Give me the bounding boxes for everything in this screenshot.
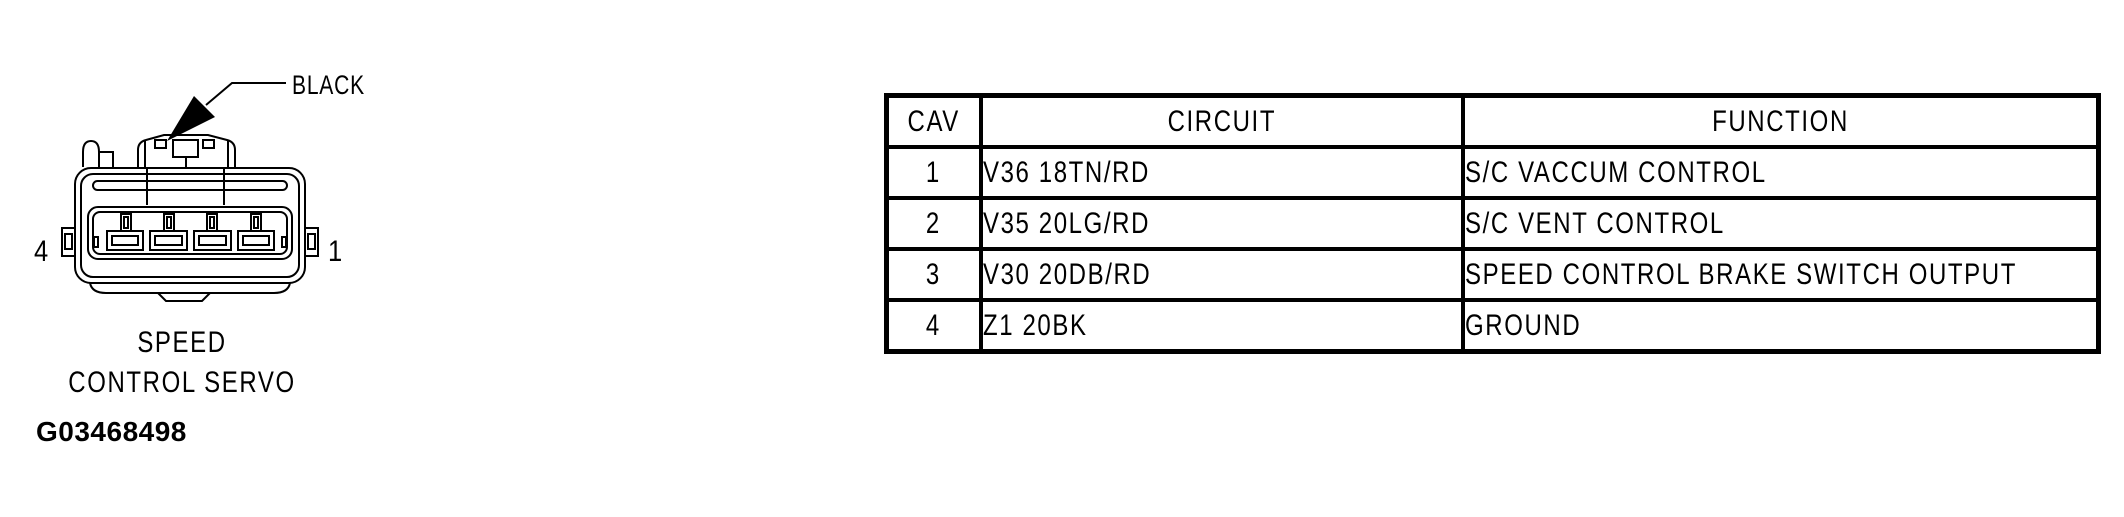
column-header-cav-label: CAV [907, 104, 960, 138]
leader-arrow-icon [167, 96, 215, 141]
table-row: 3 V30 20DB/RD SPEED CONTROL BRAKE SWITCH… [884, 247, 2101, 302]
connector-lock-tab [137, 134, 236, 205]
column-header-cav: CAV [884, 93, 983, 149]
cell-cav: 1 [884, 145, 983, 200]
connector-shell [74, 167, 306, 302]
leader-line [167, 82, 286, 141]
figure-caption-line1: SPEED [137, 324, 226, 358]
cell-cav: 4 [884, 298, 983, 354]
table-row: 1 V36 18TN/RD S/C VACCUM CONTROL [884, 145, 2101, 200]
connector-color-label: BLACK [292, 71, 365, 101]
pin-4-label: 4 [34, 234, 50, 267]
figure-id: G03468498 [36, 416, 187, 447]
cell-circuit: V36 18TN/RD [978, 145, 1465, 200]
column-header-function: FUNCTION [1460, 93, 2101, 149]
circuit-value: Z1 20BK [982, 308, 1088, 342]
terminal-cavity [87, 206, 293, 260]
column-header-circuit-label: CIRCUIT [1167, 104, 1276, 138]
table-header-row: CAV CIRCUIT FUNCTION [884, 93, 2101, 149]
function-value: S/C VACCUM CONTROL [1464, 155, 1767, 189]
cell-cav: 2 [884, 196, 983, 251]
cell-circuit: V30 20DB/RD [978, 247, 1465, 302]
cav-value: 1 [926, 155, 942, 189]
pinout-table: CAV CIRCUIT FUNCTION 1 V36 18TN/RD S/C V… [884, 93, 2101, 354]
circuit-value: V36 18TN/RD [982, 155, 1150, 189]
circuit-value: V30 20DB/RD [982, 257, 1151, 291]
function-value: GROUND [1464, 308, 1581, 342]
cell-function: GROUND [1460, 298, 2101, 354]
cav-value: 4 [926, 308, 942, 342]
function-value: S/C VENT CONTROL [1464, 206, 1725, 240]
function-value: SPEED CONTROL BRAKE SWITCH OUTPUT [1464, 257, 2017, 291]
figure-caption-line2: CONTROL SERVO [68, 364, 295, 398]
connector-top-left-latch [82, 139, 114, 167]
column-header-circuit: CIRCUIT [978, 93, 1465, 149]
cell-function: S/C VENT CONTROL [1460, 196, 2101, 251]
cell-cav: 3 [884, 247, 983, 302]
connector-diagram: BLACK 4 1 SPEED CONTROL SERVO G03468498 [34, 71, 365, 447]
table-row: 4 Z1 20BK GROUND [884, 298, 2101, 354]
cav-value: 2 [926, 206, 942, 240]
pin-1-label: 1 [328, 234, 344, 267]
cav-value: 3 [926, 257, 942, 291]
connector-side-ears [61, 227, 319, 257]
cell-function: S/C VACCUM CONTROL [1460, 145, 2101, 200]
cell-function: SPEED CONTROL BRAKE SWITCH OUTPUT [1460, 247, 2101, 302]
terminal-pins [106, 213, 275, 251]
cell-circuit: Z1 20BK [978, 298, 1465, 354]
cell-circuit: V35 20LG/RD [978, 196, 1465, 251]
table-row: 2 V35 20LG/RD S/C VENT CONTROL [884, 196, 2101, 251]
column-header-function-label: FUNCTION [1711, 104, 1849, 138]
circuit-value: V35 20LG/RD [982, 206, 1150, 240]
